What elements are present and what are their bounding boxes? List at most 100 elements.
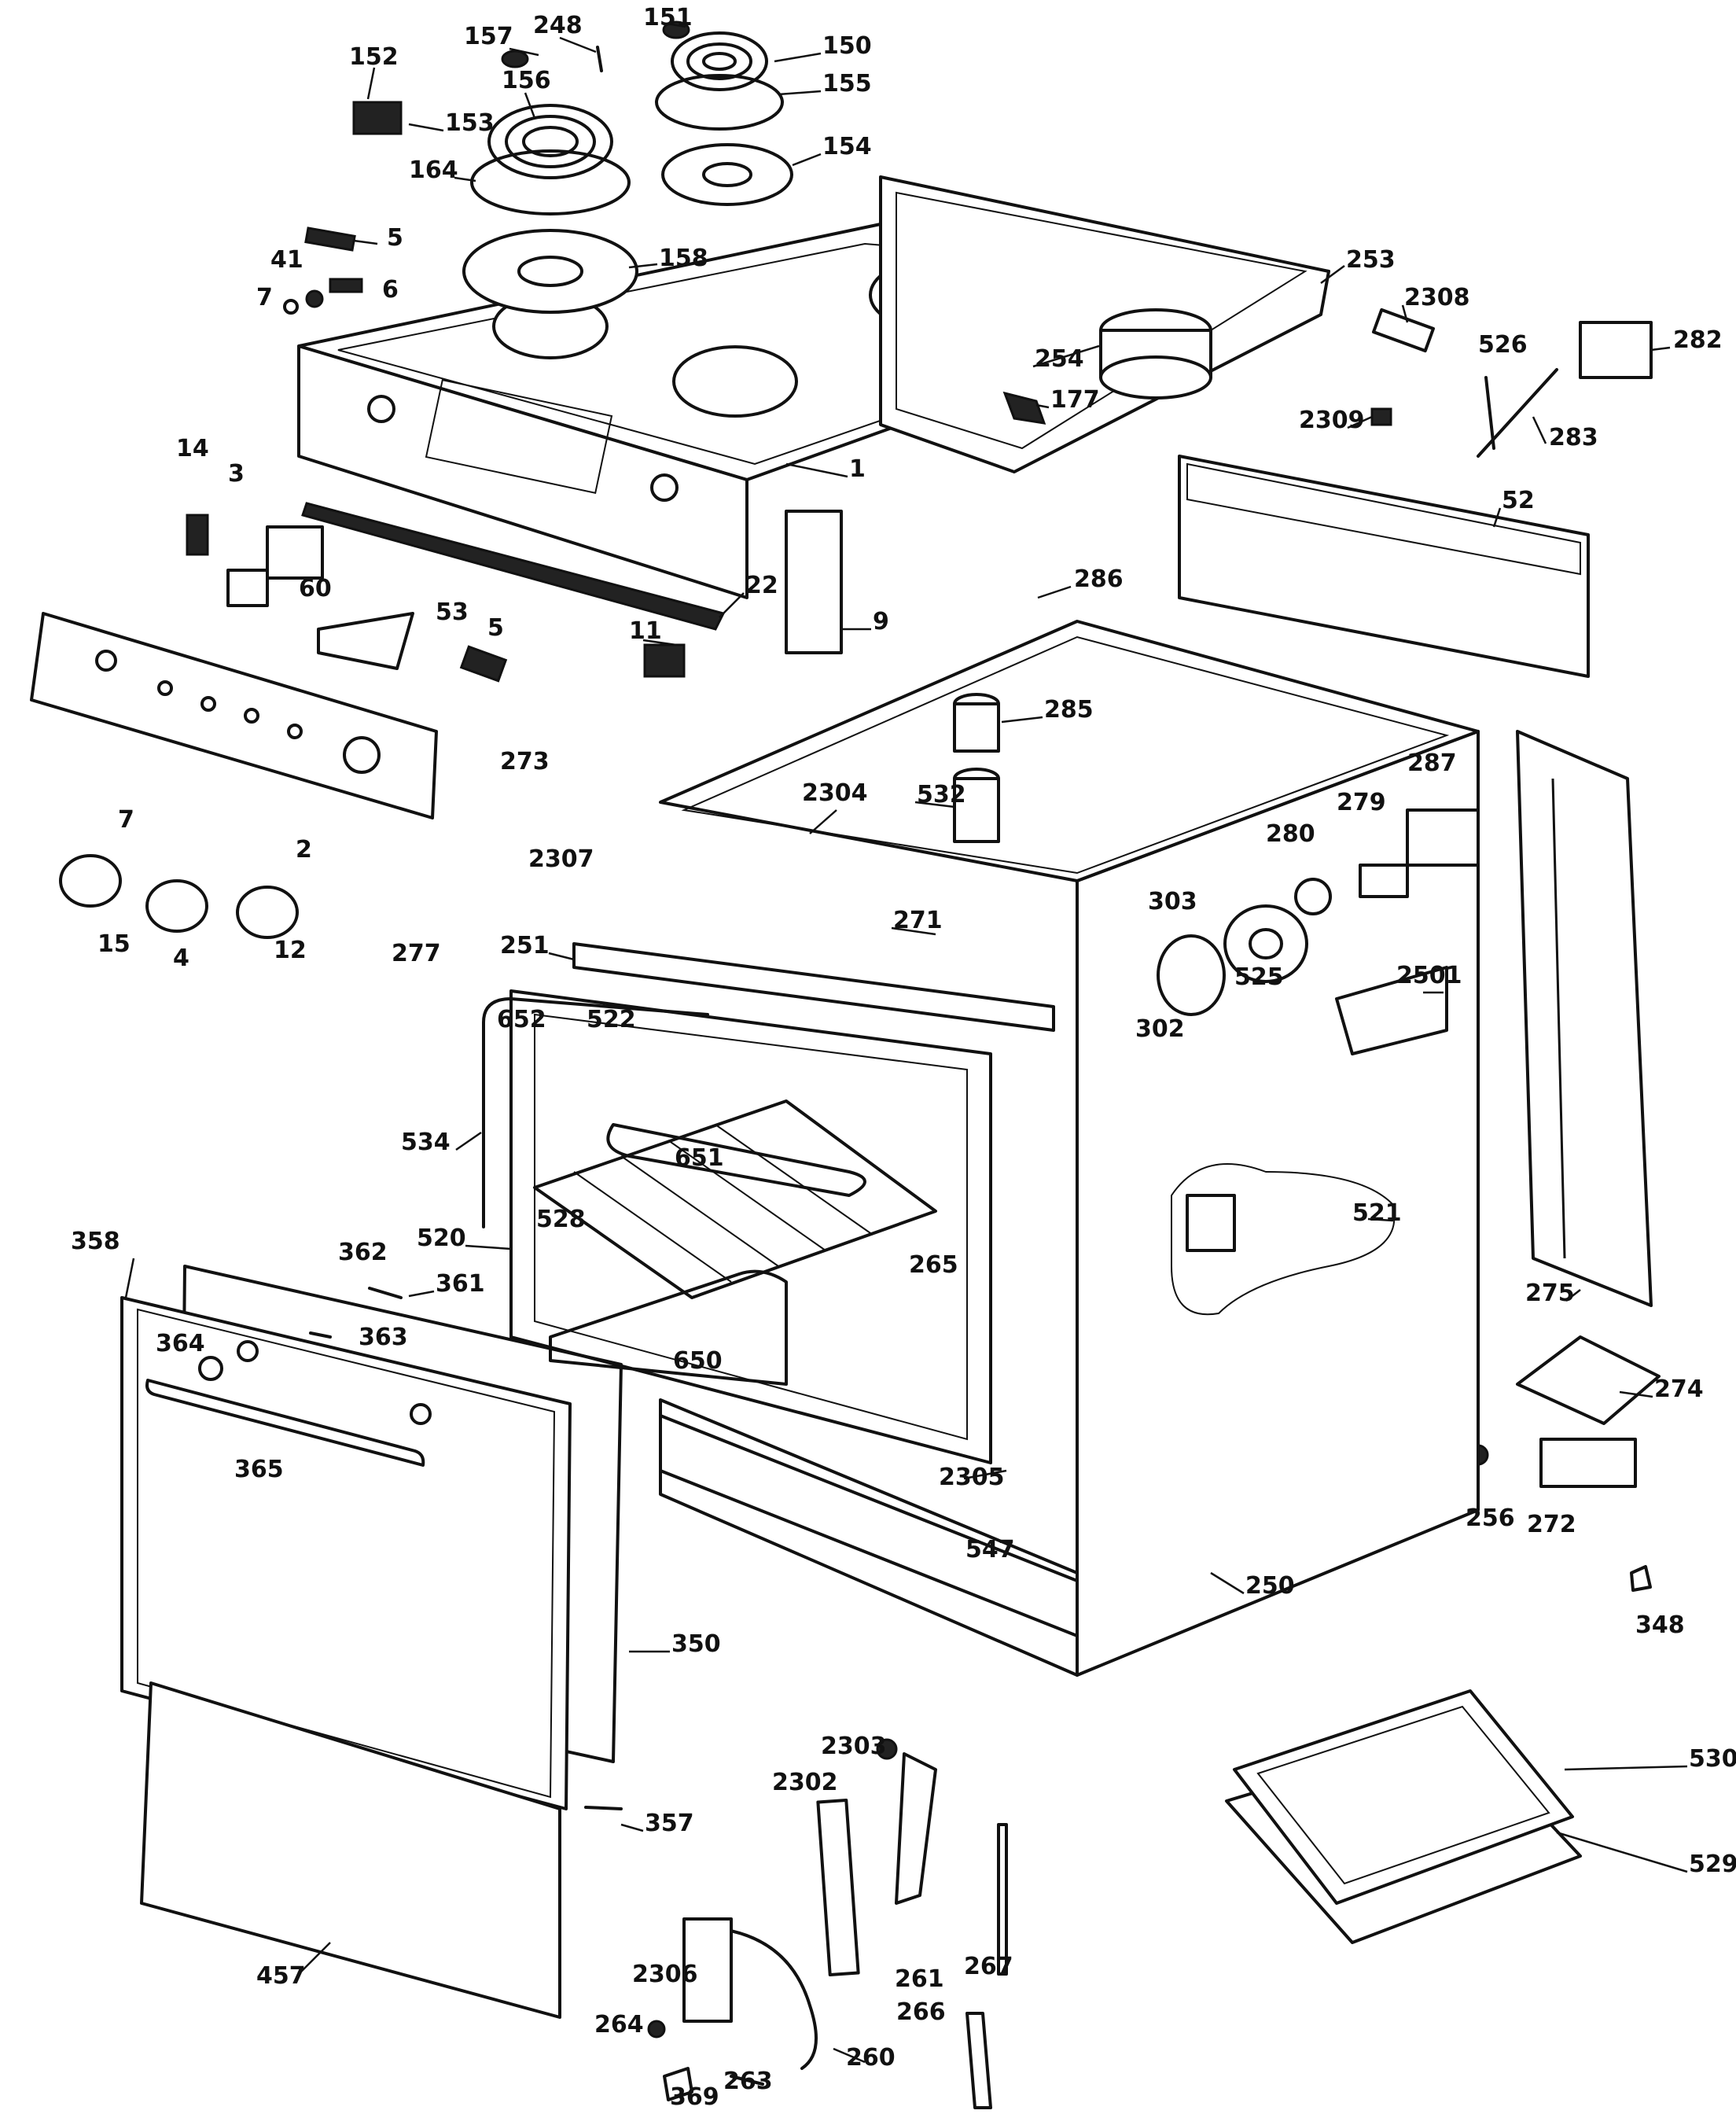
broiler-grid-530 [1233, 1689, 1574, 1905]
part-label-157: 157 [464, 23, 513, 50]
part-label-532: 532 [917, 781, 966, 808]
drip-pan-158 [462, 229, 638, 314]
door-handle-365 [145, 1379, 425, 1467]
part-label-7b: 7 [118, 806, 134, 834]
part-label-266: 266 [896, 1998, 946, 2026]
part-label-302: 302 [1135, 1015, 1185, 1043]
part-label-9: 9 [873, 608, 889, 635]
bake-element-650 [549, 1269, 788, 1386]
part-label-283: 283 [1549, 424, 1598, 451]
part-label-263: 263 [723, 2068, 773, 2095]
part-label-6: 6 [382, 276, 399, 304]
part-label-529: 529 [1689, 1851, 1736, 1878]
part-label-2309: 2309 [1299, 407, 1365, 434]
drawer-panel-457 [140, 1681, 561, 2019]
oven-light-parts [1157, 808, 1480, 1055]
part-label-521: 521 [1352, 1199, 1402, 1227]
part-label-5b: 5 [487, 614, 504, 642]
oven-door-358 [120, 1296, 572, 1810]
part-label-153: 153 [445, 109, 495, 137]
part-label-260: 260 [846, 2044, 896, 2072]
part-label-303: 303 [1148, 888, 1197, 915]
part-label-364: 364 [156, 1330, 205, 1357]
part-label-60: 60 [299, 575, 332, 602]
part-label-253: 253 [1346, 246, 1396, 274]
hinge-assembly [584, 1738, 1008, 2109]
wiring-cutaway-521 [1171, 1163, 1396, 1316]
part-label-254: 254 [1035, 345, 1084, 373]
bottom-panel-2305 [659, 1414, 1079, 1637]
part-label-2308: 2308 [1404, 284, 1470, 311]
part-label-271: 271 [893, 907, 943, 934]
part-label-357: 357 [645, 1810, 694, 1837]
part-label-286: 286 [1074, 565, 1124, 593]
part-label-651: 651 [675, 1144, 724, 1172]
part-label-11: 11 [629, 617, 662, 645]
control-knobs [59, 854, 299, 939]
part-label-525: 525 [1234, 963, 1284, 991]
drip-ring-155 [655, 74, 784, 131]
vent-duct-254 [1099, 308, 1212, 400]
part-label-272: 272 [1527, 1511, 1576, 1538]
part-label-7a: 7 [256, 284, 273, 311]
cylinders-285-532 [953, 693, 1000, 843]
part-label-522: 522 [587, 1006, 636, 1033]
control-panel-2 [30, 612, 438, 819]
part-label-256: 256 [1466, 1504, 1515, 1532]
part-label-264: 264 [594, 2011, 644, 2038]
part-label-151: 151 [643, 4, 693, 31]
part-label-365: 365 [234, 1456, 284, 1483]
part-label-526: 526 [1478, 331, 1528, 359]
part-label-250: 250 [1245, 1572, 1295, 1600]
part-label-248: 248 [533, 12, 583, 39]
part-label-520: 520 [417, 1225, 466, 1252]
part-label-267: 267 [964, 1953, 1013, 1980]
part-label-155: 155 [822, 70, 872, 98]
part-label-277: 277 [392, 940, 441, 967]
drip-ring-164 [470, 149, 631, 215]
door-bolts [198, 1287, 432, 1425]
part-177 [1002, 391, 1046, 425]
part-label-154: 154 [822, 133, 872, 160]
part-label-348: 348 [1635, 1611, 1685, 1639]
part-label-2307: 2307 [528, 845, 594, 873]
part-label-2501: 2501 [1396, 962, 1462, 989]
part-label-2304: 2304 [802, 779, 868, 807]
part-label-274: 274 [1654, 1376, 1704, 1403]
part-label-2: 2 [296, 836, 312, 864]
part-label-2306: 2306 [632, 1961, 698, 1988]
part-label-530: 530 [1689, 1745, 1736, 1773]
rear-panel-52 [1178, 455, 1590, 678]
thermostat-282 [1370, 308, 1653, 458]
gasket-534 [482, 997, 709, 1228]
part-label-3: 3 [228, 460, 245, 488]
part-label-12: 12 [274, 937, 307, 964]
part-label-350: 350 [671, 1630, 721, 1658]
broil-element-651 [606, 1123, 866, 1197]
part-label-158: 158 [659, 245, 708, 272]
part-label-22: 22 [745, 572, 778, 599]
part-label-279: 279 [1337, 789, 1386, 816]
part-label-177: 177 [1050, 386, 1100, 414]
part-label-282: 282 [1673, 326, 1723, 354]
part-label-652: 652 [497, 1006, 546, 1033]
part-label-150: 150 [822, 32, 872, 60]
leader-lines [124, 22, 1688, 2064]
part-label-287: 287 [1407, 749, 1457, 777]
bracket-274 [1516, 1335, 1661, 1425]
part-label-457: 457 [256, 1962, 306, 1990]
small-parts-top [283, 20, 690, 315]
part-label-14: 14 [176, 435, 209, 462]
oven-liner-520 [509, 942, 1055, 1464]
part-label-650: 650 [673, 1347, 723, 1375]
part-label-53: 53 [436, 598, 469, 626]
part-label-358: 358 [71, 1228, 120, 1255]
part-label-528: 528 [536, 1206, 586, 1233]
trim-strip-22 [301, 502, 726, 631]
part-label-251: 251 [500, 932, 550, 959]
surface-unit-156 [487, 104, 613, 179]
surface-unit-150 [671, 31, 768, 91]
